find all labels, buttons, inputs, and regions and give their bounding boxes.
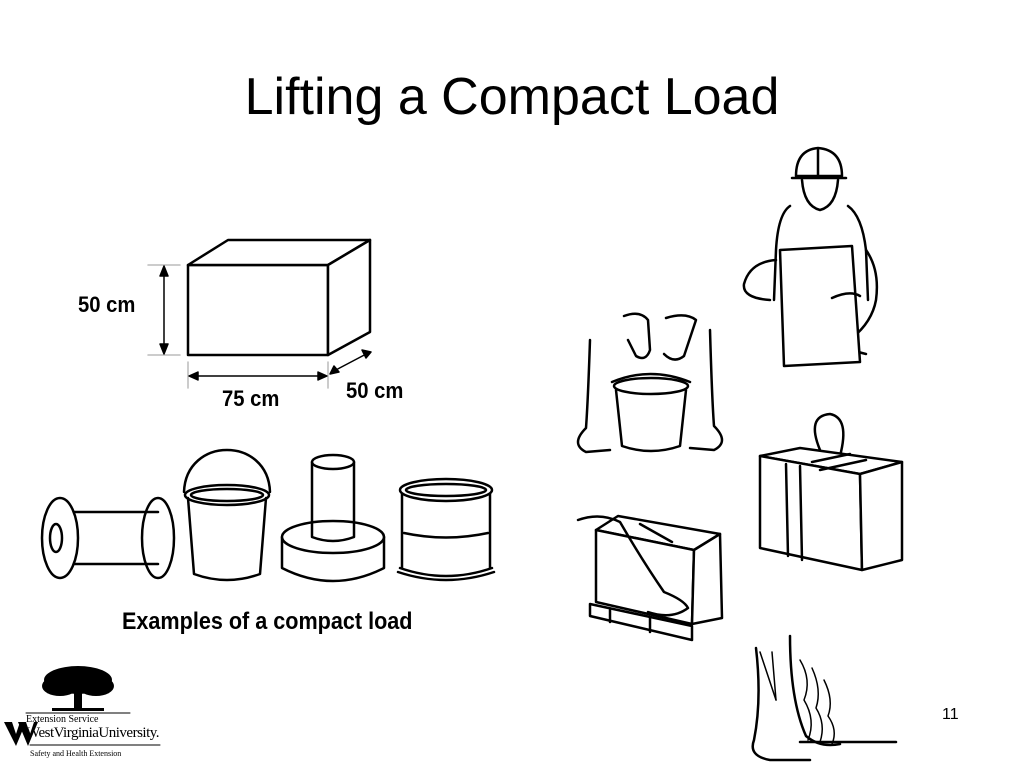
hands-lifting-bucket-illustration [576, 312, 724, 454]
drum-illustration [396, 477, 496, 582]
pedestal-illustration [280, 453, 386, 583]
logo-safety-text: Safety and Health Extension [30, 749, 122, 758]
logo-extension-service-text: Extension Service [26, 714, 99, 725]
dimension-depth-label: 50 cm [346, 378, 404, 403]
compact-load-caption: Examples of a compact load [122, 608, 413, 635]
logo-university-text: WestVirginiaUniversity. [26, 725, 160, 741]
dimension-height-label: 50 cm [78, 292, 136, 317]
wvu-extension-logo: Extension Service WestVirginiaUniversity… [0, 660, 175, 768]
slide-title: Lifting a Compact Load [244, 68, 780, 126]
dimension-lines [147, 264, 372, 389]
bucket-illustration [182, 448, 272, 582]
worker-carrying-box-illustration [742, 146, 879, 368]
wv-flying-logo-icon [4, 722, 38, 746]
feet-illustration [751, 634, 898, 762]
page-number: 11 [942, 706, 959, 723]
dimension-length-label: 75 cm [222, 386, 280, 411]
box-illustration [186, 238, 372, 357]
tree-logo-icon [42, 666, 114, 711]
spool-illustration [40, 496, 176, 580]
tied-box-illustration [758, 412, 904, 572]
hand-box-pallet-illustration [576, 514, 724, 642]
